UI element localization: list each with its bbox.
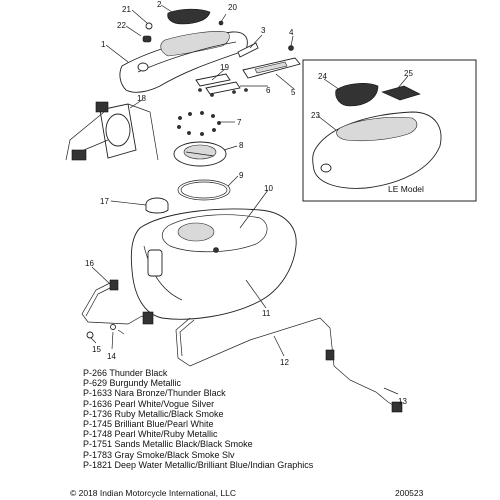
leader-lines	[90, 4, 409, 395]
callout-13: 13	[398, 397, 407, 406]
fuel-line-right	[175, 317, 403, 413]
paint-code-item: P-1821 Deep Water Metallic/Brilliant Blu…	[83, 459, 314, 470]
callout-18: 18	[137, 94, 146, 103]
copyright-text: © 2018 Indian Motorcycle International, …	[70, 488, 236, 498]
paint-code-item: P-1736 Ruby Metallic/Black Smoke	[83, 408, 224, 419]
fuel-line-left	[81, 279, 154, 339]
paint-code-item: P-1751 Sands Metallic Black/Black Smoke	[83, 439, 253, 450]
le-model-inset	[302, 59, 477, 202]
callout-22: 22	[117, 21, 126, 30]
hardware-21-22	[142, 22, 153, 43]
callout-5: 5	[291, 88, 296, 97]
inset-label: LE Model	[388, 184, 424, 194]
paint-code-item: P-629 Burgundy Metallic	[83, 378, 182, 389]
callout-21: 21	[122, 5, 131, 14]
paint-code-item: P-266 Thunder Black	[83, 368, 168, 378]
paint-code-item: P-1633 Nara Bronze/Thunder Black	[83, 388, 226, 399]
callout-7: 7	[237, 118, 242, 127]
paint-code-item: P-1745 Brilliant Blue/Pearl White	[83, 419, 214, 430]
pump-flange	[173, 141, 227, 167]
callout-19: 19	[220, 63, 229, 72]
callout-24: 24	[318, 72, 327, 81]
callout-12: 12	[280, 358, 289, 367]
callout-23: 23	[311, 111, 320, 120]
paint-code-item: P-1748 Pearl White/Ruby Metallic	[83, 429, 218, 440]
callout-11: 11	[262, 309, 271, 318]
badge-top	[167, 8, 211, 25]
fuel-tank	[130, 208, 297, 320]
callout-3: 3	[261, 26, 266, 35]
callout-6: 6	[266, 86, 271, 95]
tank-console-cover	[119, 31, 248, 93]
callout-16: 16	[85, 259, 94, 268]
callout-10: 10	[264, 184, 273, 193]
diagram-id: 200523	[395, 488, 424, 498]
callout-25: 25	[404, 69, 413, 78]
callout-17: 17	[100, 197, 109, 206]
callout-9: 9	[239, 171, 244, 180]
callout-4: 4	[289, 28, 294, 37]
callout-2: 2	[157, 0, 162, 9]
gasket	[177, 179, 231, 201]
plate-5	[242, 57, 301, 79]
callout-15: 15	[92, 345, 101, 354]
callout-14: 14	[107, 352, 116, 361]
paint-code-item: P-1636 Pearl White/Vogue Silver	[83, 398, 215, 409]
fuel-pump-assembly	[65, 101, 159, 161]
callout-8: 8	[239, 141, 244, 150]
screw-20	[218, 13, 227, 26]
screw-4	[288, 35, 294, 51]
paint-code-list: P-266 Thunder Black P-629 Burgundy Metal…	[83, 368, 313, 470]
callout-numbers: 1 2 3 4 5 6 7 8 9 10 11 12 13 14 15 16 1…	[85, 0, 413, 406]
callout-1: 1	[101, 40, 106, 49]
trim-strip	[237, 42, 259, 58]
fuel-cap	[145, 197, 169, 214]
paint-code-item: P-1783 Gray Smoke/Black Smoke Slv	[83, 449, 235, 460]
bolt-ring	[177, 111, 221, 136]
brackets-19-6	[195, 73, 248, 97]
callout-20: 20	[228, 3, 237, 12]
